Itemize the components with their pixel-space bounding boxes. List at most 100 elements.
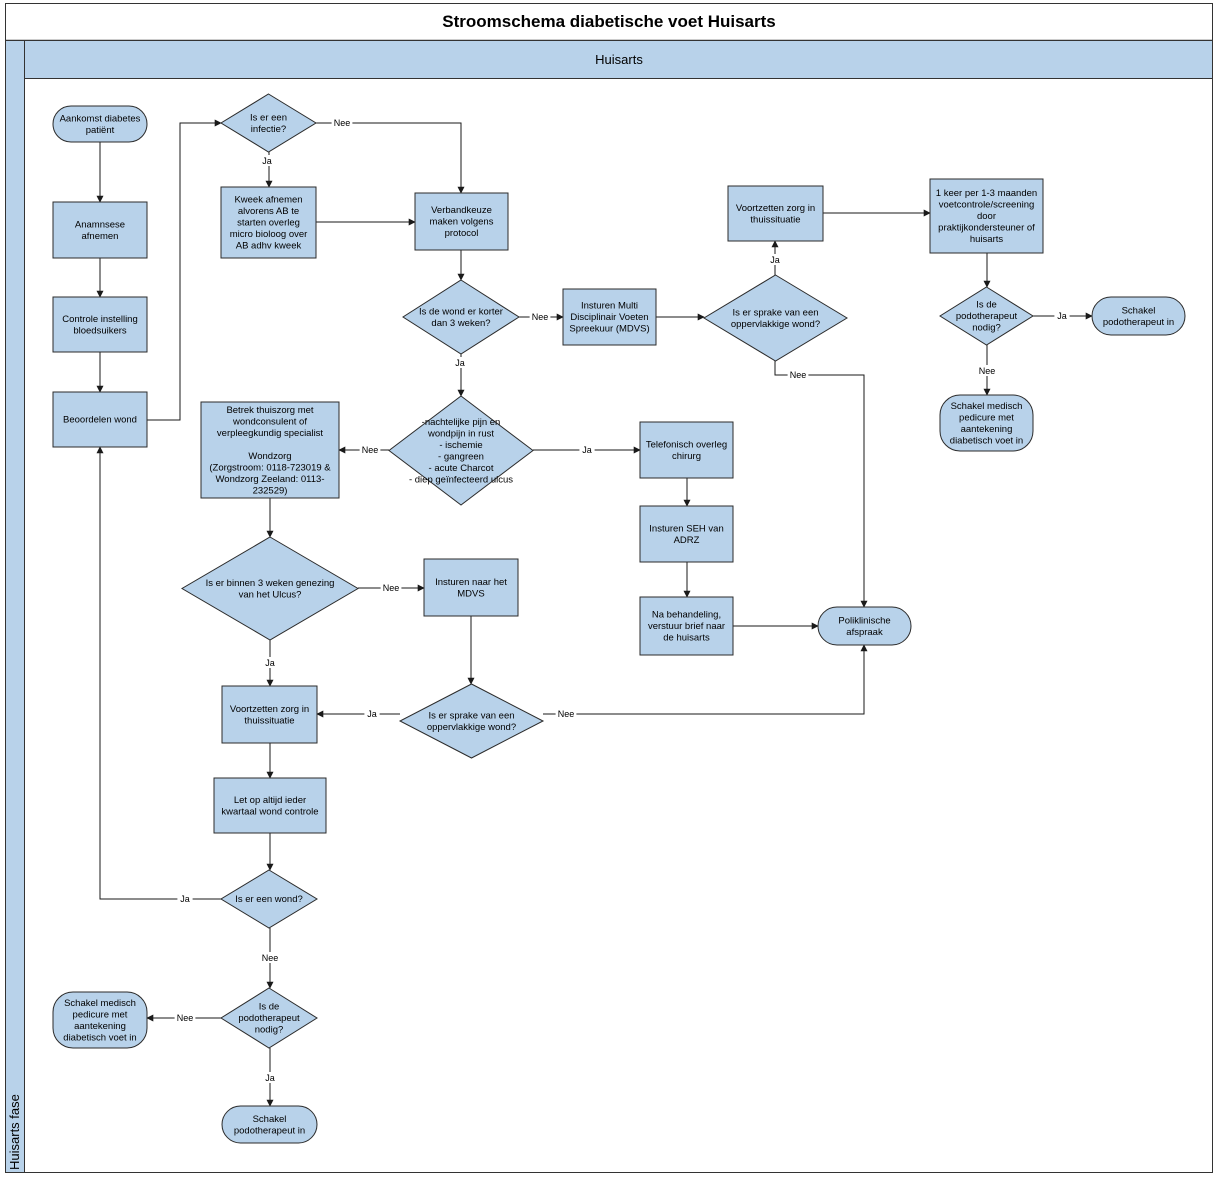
node-text-line: MDVS (457, 588, 484, 599)
process-beoordelen: Beoordelen wond (52, 391, 148, 448)
edge-label-ja: Ja (180, 894, 190, 904)
phase-column (5, 40, 25, 1173)
connector-infectie-verbandkeuze (316, 122, 465, 194)
node-text-line: door (977, 211, 996, 222)
edge-label-ja: Ja (367, 709, 377, 719)
decision-shape (220, 987, 318, 1049)
decision-shape (939, 286, 1034, 346)
node-text-line: thuissituatie (750, 214, 800, 225)
node-text-line: Is de (259, 1002, 280, 1013)
node-text-line: pedicure met (73, 1009, 128, 1020)
node-text-line: Kweek afnemen (234, 195, 302, 206)
node-text-line: - ischemie (439, 440, 482, 451)
node-text-line: Insturen SEH van (649, 523, 723, 534)
node-text-line: aantekening (74, 1021, 126, 1032)
edge-label-nee: Nee (177, 1013, 194, 1023)
node-text-line: Aankomst diabetes (60, 113, 141, 124)
node-text-line: Spreekuur (MDVS) (569, 324, 649, 335)
node-text-line: afnemen (82, 231, 119, 242)
node-text-line: protocol (445, 228, 479, 239)
edge-label-nee: Nee (790, 370, 807, 380)
edge-label-nee: Nee (558, 709, 575, 719)
node-text-line: oppervlakkige wond? (427, 722, 516, 733)
terminal-shape (939, 394, 1034, 452)
connector-opp1-poli (774, 361, 868, 608)
connector-opp2-poli (543, 644, 868, 715)
node-text-line: Beoordelen wond (63, 415, 137, 426)
node-text-line: Voortzetten zorg in (230, 704, 309, 715)
process-shape (727, 185, 824, 242)
process-shape (639, 421, 734, 479)
node-text-line: starten overleg (237, 218, 300, 229)
node-text-line: verstuur brief naar (648, 621, 725, 632)
terminal-shape (52, 105, 148, 143)
decision-shape (388, 395, 534, 506)
node-text-line: bloedsuikers (73, 325, 127, 336)
edge-label-nee: Nee (334, 118, 351, 128)
edge-label-bg (579, 444, 595, 455)
edge-label-bg (555, 708, 577, 719)
process-shape (639, 596, 734, 656)
edge-label-bg (529, 311, 551, 322)
node-text-line: - diep geïnfecteerd ulcus (409, 474, 513, 485)
lane-header (24, 40, 1213, 79)
process-shape (929, 178, 1044, 254)
node-text-line: - acute Charcot (429, 463, 494, 474)
terminal-shape (52, 991, 148, 1049)
node-text-line: ADRZ (674, 535, 700, 546)
edge-label-ja: Ja (582, 445, 592, 455)
node-text-line: Is er een wond? (235, 894, 303, 905)
node-text-line: (Zorgstroom: 0118-723019 & (209, 462, 331, 473)
node-text-line: wondconsulent of (232, 416, 307, 427)
node-text-line: 232529) (253, 485, 288, 496)
node-text-line: Wondzorg Zeeland: 0113- (216, 474, 325, 485)
phase-label: Huisarts fase (7, 1094, 22, 1170)
edge-label-bg (177, 893, 193, 904)
node-text-line: nodig? (972, 323, 1001, 334)
decision-shape (703, 274, 848, 362)
process-keer: 1 keer per 1-3 maandenvoetcontrole/scree… (929, 178, 1044, 254)
terminal-shape (817, 606, 912, 646)
process-shape (414, 192, 509, 251)
process-shape (562, 288, 657, 346)
node-text-line: alvorens AB te (238, 206, 299, 217)
node-text-line: Is er sprake van een (428, 710, 514, 721)
edge-label-nee: Nee (979, 366, 996, 376)
edge-label-nee: Nee (262, 953, 279, 963)
edge-label-bg (174, 1012, 196, 1023)
node-text-line: Insturen naar het (435, 577, 507, 588)
node-text-line: podotherapeut in (234, 1125, 305, 1136)
node-text-line: pedicure met (959, 412, 1014, 423)
node-text-line: Wondzorg (248, 451, 291, 462)
edge-label-ja: Ja (265, 1073, 275, 1083)
process-shape (52, 201, 148, 259)
decision-shape (181, 536, 359, 641)
decision-shape (402, 279, 520, 355)
edge-label-ja: Ja (265, 658, 275, 668)
node-text-line: - gangreen (438, 451, 484, 462)
node-text-line: Voortzetten zorg in (736, 203, 815, 214)
edge-label-bg (767, 254, 783, 265)
node-text-line: Schakel medisch (951, 401, 1023, 412)
decision-shape (220, 869, 318, 929)
edge-label-bg (976, 365, 998, 376)
edge-label-bg (259, 155, 275, 166)
process-shape (639, 505, 734, 563)
edge-label-ja: Ja (262, 156, 272, 166)
nodes-layer: Aankomst diabetespatiëntAnamnseseafnemen… (52, 93, 1186, 1144)
edge-label-bg (787, 369, 809, 380)
node-text-line: Is er een (250, 112, 287, 123)
terminal-shape (221, 1105, 318, 1144)
node-text-line: podotherapeut (238, 1013, 300, 1024)
